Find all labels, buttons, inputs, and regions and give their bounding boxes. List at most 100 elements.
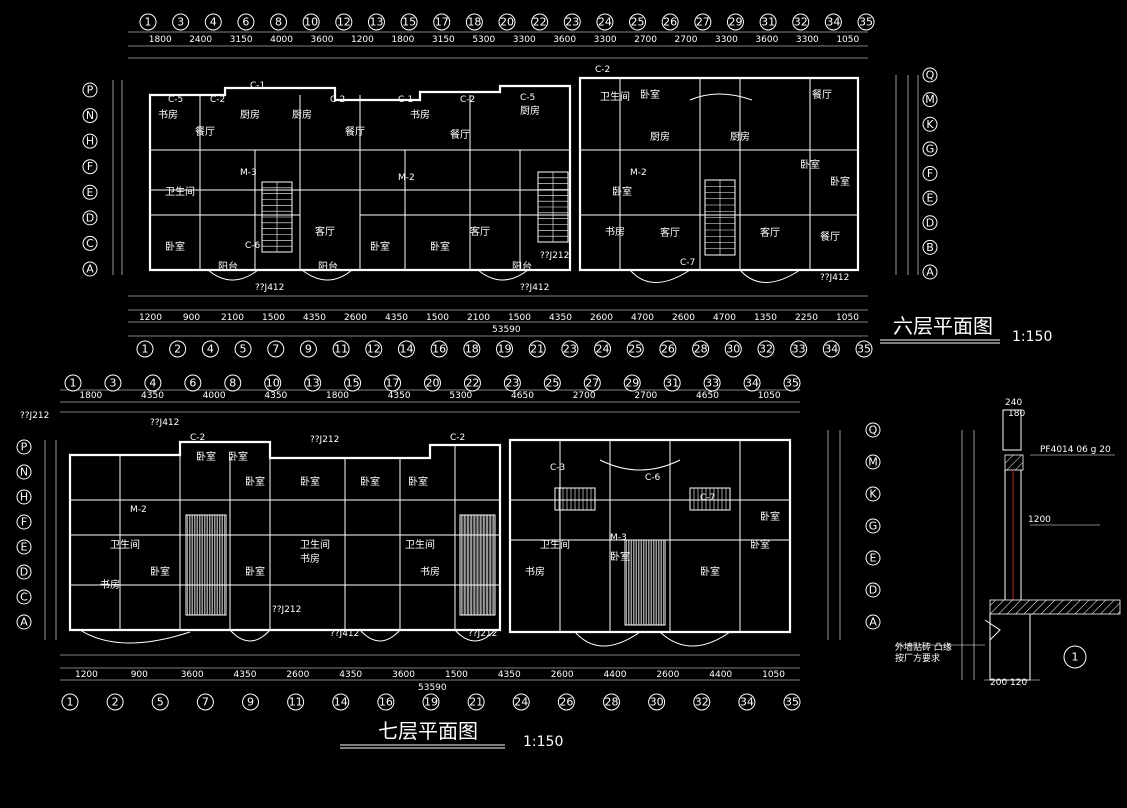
axis-label: 22: [465, 377, 479, 390]
axis-label: 35: [859, 16, 873, 29]
axis-label: 30: [726, 343, 740, 356]
room-label: 餐厅: [345, 125, 365, 138]
dimension-text: 4350: [388, 391, 411, 401]
axis-bubble: 6: [237, 13, 255, 31]
room-label: 卧室: [610, 550, 630, 563]
dimension-text: 4000: [203, 391, 226, 401]
room-label: 卧室: [360, 475, 380, 488]
room-label: 阳台: [512, 260, 532, 273]
axis-bubble: 8: [270, 13, 288, 31]
room-label: 客厅: [470, 225, 490, 238]
room-label: 书房: [100, 578, 120, 591]
axis-label: 14: [399, 343, 413, 356]
room-label: 客厅: [660, 226, 680, 239]
axis-label: 34: [826, 16, 840, 29]
axis-label: 33: [792, 343, 806, 356]
axis-bubble: M: [865, 454, 881, 470]
axis-bubble: 15: [400, 13, 418, 31]
dimension-text: 4350: [234, 670, 257, 680]
axis-bubble: 16: [377, 693, 395, 711]
axis-label: 12: [367, 343, 381, 356]
axis-label: 4: [210, 16, 217, 29]
dimension-text: 4350: [498, 670, 521, 680]
axis-label: 9: [305, 343, 312, 356]
dimension-text: 2600: [656, 670, 679, 680]
axis-label: 32: [794, 16, 808, 29]
axis-label: 25: [545, 377, 559, 390]
axis-label: P: [87, 84, 94, 97]
axis-label: 4: [207, 343, 214, 356]
axis-bubble: G: [922, 141, 938, 157]
axis-label: 32: [759, 343, 773, 356]
room-label: 卧室: [408, 475, 428, 488]
svg-text:240: 240: [1005, 398, 1022, 408]
axis-label: 25: [631, 16, 645, 29]
axis-label: 26: [661, 343, 675, 356]
dimension-text: 3300: [594, 35, 617, 45]
dimension-text: 2700: [634, 35, 657, 45]
axis-bubble: Q: [922, 67, 938, 83]
axis-bubble: 16: [430, 340, 448, 358]
dimension-text: 1350: [754, 313, 777, 323]
axis-label: M: [868, 456, 878, 469]
plan7-scale: 1:150: [523, 734, 563, 750]
axis-bubble: 21: [467, 693, 485, 711]
axis-bubble: 4: [201, 340, 219, 358]
axis-label: 17: [386, 377, 400, 390]
room-label: 阳台: [218, 260, 238, 273]
axis-bubble: 34: [743, 374, 761, 392]
room-label: 书房: [525, 565, 545, 578]
axis-label: 7: [272, 343, 279, 356]
plan6-total-dimension: 53590: [492, 325, 521, 335]
axis-label: K: [926, 118, 934, 131]
axis-label: D: [926, 216, 934, 229]
axis-label: M: [925, 93, 935, 106]
dimension-text: 3600: [553, 35, 576, 45]
axis-label: 7: [202, 696, 209, 709]
axis-bubble: 1: [61, 693, 79, 711]
tag-label: ??J212: [310, 435, 339, 445]
room-label: 餐厅: [812, 88, 832, 101]
room-label: 书房: [158, 108, 178, 121]
axis-bubble: 33: [703, 374, 721, 392]
room-label: 卫生间: [165, 185, 195, 198]
axis-bubble: D: [82, 210, 98, 226]
dimension-text: 3600: [755, 35, 778, 45]
axis-bubble: Q: [865, 422, 881, 438]
axis-label: N: [86, 109, 94, 122]
dimension-text: 4350: [549, 313, 572, 323]
dimension-text: 4650: [511, 391, 534, 401]
axis-label: 29: [625, 377, 639, 390]
axis-bubble: 19: [422, 693, 440, 711]
svg-text:200: 200: [990, 678, 1007, 688]
axis-label: F: [21, 516, 27, 529]
axis-bubble: 19: [496, 340, 513, 358]
axis-bubble: 6: [184, 374, 202, 392]
room-label: 餐厅: [450, 128, 470, 141]
axis-bubble: 15: [344, 374, 362, 392]
axis-label: 24: [596, 343, 610, 356]
axis-bubble: 33: [790, 340, 808, 358]
axis-bubble: K: [922, 116, 938, 132]
tag-label: C-2: [330, 95, 345, 105]
axis-bubble: 21: [528, 340, 546, 358]
axis-label: 35: [857, 343, 871, 356]
dimension-text: 2600: [344, 313, 367, 323]
room-label: 书房: [605, 225, 625, 238]
dimension-text: 1800: [326, 391, 349, 401]
axis-label: A: [869, 616, 877, 629]
axis-bubble: 9: [299, 340, 317, 358]
tag-label: ??J212: [272, 605, 301, 615]
axis-bubble: A: [82, 261, 98, 277]
dimension-text: 3600: [311, 35, 334, 45]
axis-label: 21: [530, 343, 544, 356]
axis-label: 31: [761, 16, 775, 29]
axis-label: 15: [346, 377, 360, 390]
axis-label: 1: [70, 377, 77, 390]
dimension-text: 1500: [426, 313, 449, 323]
dimension-text: 3150: [432, 35, 455, 45]
tag-label: ??J412: [330, 629, 359, 639]
axis-bubble: 23: [503, 374, 521, 392]
axis-bubble: 28: [692, 340, 710, 358]
